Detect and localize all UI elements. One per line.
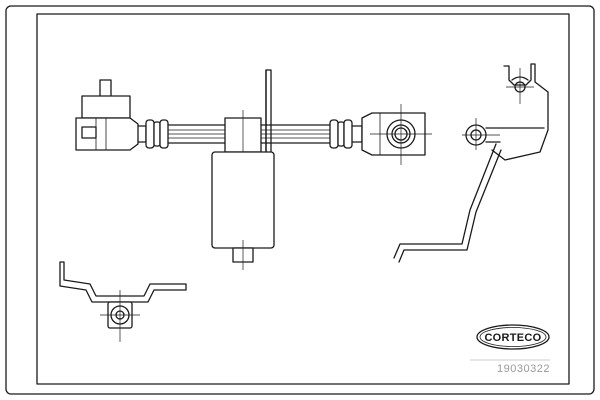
hose-left-section [167,124,226,144]
brake-hose-assembly [75,69,432,270]
right-bracket-pipe [393,63,549,263]
corteco-logo: CORTECO [476,324,550,350]
central-clip [224,110,262,160]
left-fitting [75,79,139,151]
brand-logo-text: CORTECO [484,332,541,344]
mounting-bracket-vertical [265,69,272,161]
left-ferrule [137,119,169,149]
inner-frame [36,13,570,385]
right-banjo-fitting [361,104,432,165]
part-number: 19030322 [497,363,550,375]
hose-right-section [260,124,331,144]
right-ferrule [329,119,363,149]
lower-left-bracket [59,261,187,342]
damper-body [211,151,275,270]
outer-frame [5,5,595,395]
